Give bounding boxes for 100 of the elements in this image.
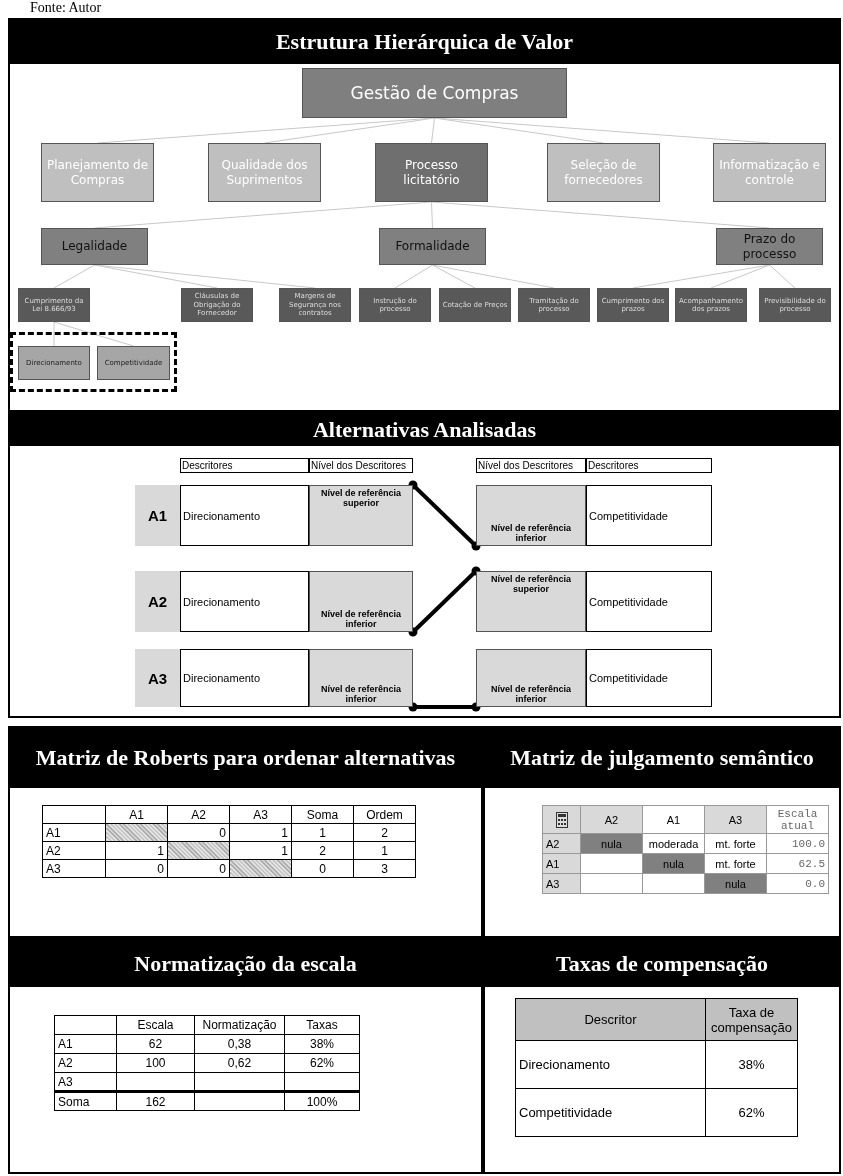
connector-line [432, 264, 555, 289]
connector-line [769, 264, 796, 289]
table-cell: 1 [291, 823, 354, 842]
row-label: A2 [135, 571, 180, 632]
table-cell: 3 [353, 859, 416, 878]
row-label: A3 [135, 649, 180, 707]
connector-line [94, 264, 316, 289]
table-cell: 0 [167, 859, 230, 878]
column-header: A1 [105, 805, 168, 824]
descriptor-text: Direcionamento [180, 571, 309, 632]
column-header: Descritores [586, 458, 712, 473]
section-header: Alternativas Analisadas [10, 414, 839, 446]
connector-line [53, 264, 95, 289]
table-cell: 2 [353, 823, 416, 842]
criterion-box: Prazo do processo [716, 228, 823, 265]
section-header: Normatização da escala [10, 940, 481, 987]
section-panel [8, 412, 841, 718]
row-header: A3 [42, 859, 106, 878]
table-cell: mt. forte [704, 833, 767, 854]
column-header: A2 [580, 805, 643, 834]
table-cell: 100 [116, 1053, 195, 1073]
row-header: A3 [542, 873, 581, 894]
table-cell: 38% [705, 1040, 798, 1089]
section-panel [483, 938, 841, 1174]
table-cell: 100% [284, 1091, 360, 1111]
row-header: A1 [542, 853, 581, 874]
table-cell: 162 [116, 1091, 195, 1111]
connector-line [408, 480, 481, 551]
section-header: Taxas de compensação [485, 940, 839, 987]
connector-line [431, 201, 770, 229]
level-cell: Nível de referência superior [309, 485, 413, 546]
row-header: Direcionamento [515, 1040, 706, 1089]
table-cell: 0 [291, 859, 354, 878]
connector-line [710, 264, 770, 289]
connector-line [432, 264, 476, 289]
row-header: A3 [54, 1072, 117, 1092]
source-note: Fonte: Autor [30, 0, 102, 16]
connector-line [434, 117, 770, 144]
row-header: A2 [42, 841, 106, 860]
row-header: Competitividade [515, 1088, 706, 1137]
section-panel [8, 18, 841, 412]
criterion-box: Seleção de fornecedores [547, 143, 660, 202]
column-header: Soma [291, 805, 354, 824]
column-header: A3 [229, 805, 292, 824]
table-cell: 0.0 [766, 873, 829, 894]
column-header: A3 [704, 805, 767, 834]
descriptor-text: Competitividade [586, 485, 712, 546]
column-header: Nível dos Descritores [309, 458, 413, 473]
row-header: A1 [42, 823, 106, 842]
row-header: A2 [542, 833, 581, 854]
table-cell: 0 [105, 859, 168, 878]
column-header: Escala atual [766, 805, 829, 834]
table-cell: moderada [642, 833, 705, 854]
descriptor-text: Direcionamento [180, 649, 309, 707]
table-cell: 1 [105, 841, 168, 860]
connector-line [408, 702, 481, 712]
connector-line [394, 264, 433, 289]
criterion-box: Legalidade [41, 228, 148, 265]
criterion-box: Planejamento de Compras [41, 143, 154, 202]
column-header: Taxas [284, 1015, 360, 1035]
row-header: A1 [54, 1034, 117, 1054]
table-cell: 1 [229, 823, 292, 842]
criterion-box: Qualidade dos Suprimentos [208, 143, 321, 202]
level-cell: Nível de referência inferior [476, 485, 586, 546]
column-header: Descritor [515, 998, 706, 1041]
section-panel [8, 938, 483, 1174]
column-header: Taxa de compensação [705, 998, 798, 1041]
connector-line [408, 566, 481, 637]
column-header: Nível dos Descritores [476, 458, 586, 473]
row-label: A1 [135, 485, 180, 546]
criterion-box: Informatização e controle [713, 143, 826, 202]
column-header: A2 [167, 805, 230, 824]
level-cell: Nível de referência inferior [309, 649, 413, 707]
connector-line [53, 321, 134, 347]
table-cell: 0,62 [194, 1053, 285, 1073]
row-header: A2 [54, 1053, 117, 1073]
table-cell: 62% [705, 1088, 798, 1137]
table-cell: 38% [284, 1034, 360, 1054]
column-header: Normatização [194, 1015, 285, 1035]
table-cell: mt. forte [704, 853, 767, 874]
column-header: Descritores [180, 458, 309, 473]
section-panel [483, 726, 841, 938]
table-cell: 100.0 [766, 833, 829, 854]
criterion-box: Formalidade [379, 228, 486, 265]
section-header: Matriz de Roberts para ordenar alternativas [10, 728, 481, 788]
table-cell: 1 [353, 841, 416, 860]
column-header: A1 [642, 805, 705, 834]
connector-line [264, 117, 435, 144]
connector-line [431, 117, 435, 144]
criterion-box: Gestão de Compras [302, 68, 567, 118]
criterion-box: Processo licitatório [375, 143, 488, 202]
level-cell: Nível de referência inferior [309, 571, 413, 632]
table-cell: 2 [291, 841, 354, 860]
descriptor-text: Direcionamento [180, 485, 309, 546]
table-cell: 0,38 [194, 1034, 285, 1054]
table-cell: 1 [229, 841, 292, 860]
table-cell: 62% [284, 1053, 360, 1073]
connector-line [94, 201, 432, 229]
section-header: Matriz de julgamento semântico [485, 728, 839, 788]
level-cell: Nível de referência inferior [476, 649, 586, 707]
